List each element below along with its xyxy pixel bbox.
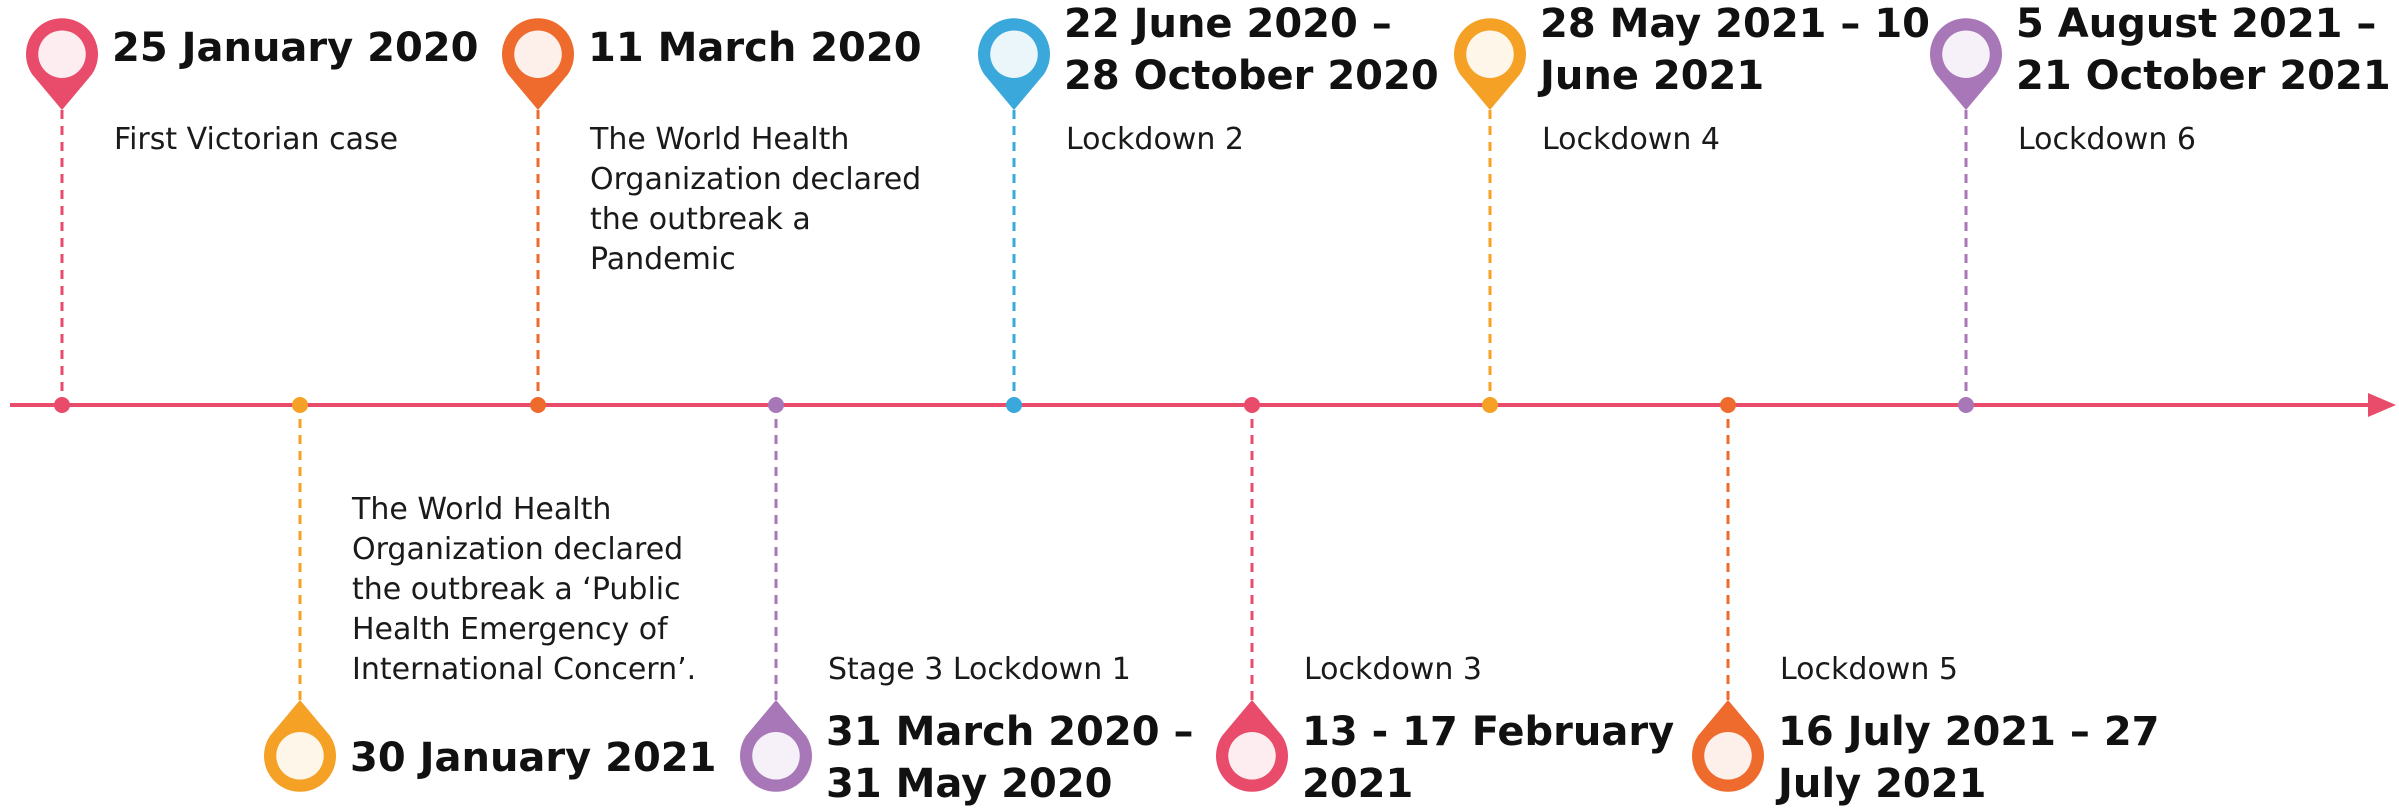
event-description: Lockdown 3 — [1304, 652, 1482, 687]
event-date: 31 March 2020 – 31 May 2020 — [826, 709, 1194, 807]
map-pin-inner — [990, 30, 1038, 78]
map-pin-inner — [514, 30, 562, 78]
map-pin-inner — [1228, 732, 1276, 780]
map-pin-inner — [276, 732, 324, 780]
event-description: Lockdown 2 — [1066, 122, 1244, 157]
event-dot — [292, 397, 308, 413]
event-dot — [54, 397, 70, 413]
map-pin-inner — [1942, 30, 1990, 78]
event-date: 30 January 2021 — [350, 735, 717, 781]
event-description: The World Health Organization declared t… — [352, 492, 697, 687]
event-dot — [1006, 397, 1022, 413]
event-date: 13 - 17 February 2021 — [1302, 709, 1675, 807]
map-pin-inner — [1466, 30, 1514, 78]
event-dot — [1720, 397, 1736, 413]
event-description: Lockdown 5 — [1780, 652, 1958, 687]
event-date: 11 March 2020 — [588, 25, 922, 71]
map-pin-inner — [38, 30, 86, 78]
event-dot — [1244, 397, 1260, 413]
event-dot — [1958, 397, 1974, 413]
map-pin-inner — [752, 732, 800, 780]
timeline-arrowhead — [2368, 393, 2396, 417]
event-description: Lockdown 4 — [1542, 122, 1720, 157]
event-description: Stage 3 Lockdown 1 — [828, 652, 1131, 687]
event-description: Lockdown 6 — [2018, 122, 2196, 157]
event-description: The World Health Organization declared t… — [590, 122, 922, 277]
event-date: 16 July 2021 – 27 July 2021 — [1778, 709, 2160, 807]
event-dot — [1482, 397, 1498, 413]
event-date: 28 May 2021 – 10 June 2021 — [1540, 1, 1930, 99]
map-pin-inner — [1704, 732, 1752, 780]
event-description: First Victorian case — [114, 122, 399, 157]
event-date: 22 June 2020 – 28 October 2020 — [1064, 1, 1439, 99]
event-date: 5 August 2021 – 21 October 2021 — [2016, 1, 2391, 99]
event-dot — [530, 397, 546, 413]
event-date: 25 January 2020 — [112, 25, 479, 71]
event-dot — [768, 397, 784, 413]
